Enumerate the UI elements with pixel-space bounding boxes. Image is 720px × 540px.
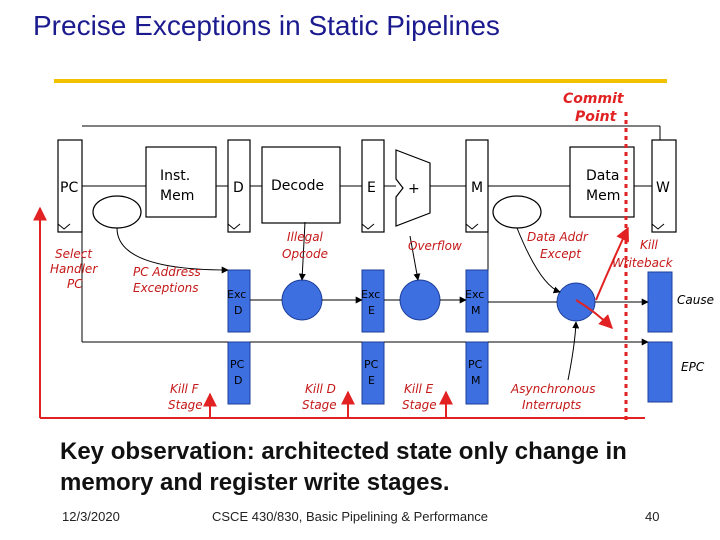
svg-text:D: D <box>234 374 242 387</box>
svg-text:Stage: Stage <box>168 398 203 412</box>
kill-d-stage-label: Kill D <box>305 382 336 396</box>
svg-text:Point: Point <box>575 109 618 125</box>
commit-point-label: Commit <box>563 91 625 107</box>
pc-d-register: PC D <box>227 341 251 405</box>
footer-course: CSCE 430/830, Basic Pipelining & Perform… <box>212 509 489 524</box>
exc-combine-m <box>556 282 596 322</box>
svg-text:Exc: Exc <box>465 288 484 301</box>
title-underline <box>54 79 667 83</box>
decode-block: Decode <box>261 146 341 224</box>
svg-text:W: W <box>656 180 670 196</box>
svg-text:Inst.: Inst. <box>160 168 190 184</box>
svg-text:Handler: Handler <box>50 262 98 276</box>
key-observation: Key observation: architected state only … <box>60 438 627 496</box>
slide-title: Precise Exceptions in Static Pipelines <box>33 10 500 41</box>
svg-text:Data: Data <box>586 168 619 184</box>
kill-f-stage-label: Kill F <box>170 382 200 396</box>
footer-page-number: 40 <box>645 509 660 524</box>
d-register: D <box>227 139 251 233</box>
svg-text:PC: PC <box>230 358 245 371</box>
pc-register: PC <box>57 139 83 233</box>
exc-m-register: Exc M <box>465 269 489 333</box>
svg-text:E: E <box>367 180 376 196</box>
w-register: W <box>651 139 677 233</box>
illegal-opcode-label: Illegal <box>287 230 324 244</box>
svg-text:D: D <box>233 180 244 196</box>
svg-text:M: M <box>471 180 483 196</box>
overflow-label: Overflow <box>408 239 462 253</box>
svg-text:Except: Except <box>540 247 582 261</box>
svg-text:D: D <box>234 304 242 317</box>
kill-paths <box>33 112 645 420</box>
data-mem-block: Data Mem <box>569 146 635 218</box>
svg-text:Exc: Exc <box>227 288 246 301</box>
svg-text:Decode: Decode <box>271 178 324 194</box>
svg-text:PC: PC <box>67 277 83 291</box>
svg-text:Mem: Mem <box>160 188 194 204</box>
svg-text:Exc: Exc <box>361 288 380 301</box>
svg-text:+: + <box>408 181 420 197</box>
inst-mem-block: Inst. Mem <box>145 146 217 218</box>
kill-e-stage-label: Kill E <box>404 382 434 396</box>
alu-block: + <box>395 149 431 227</box>
kill-writeback-label: Kill <box>640 238 659 252</box>
addr-check-oval <box>492 195 542 229</box>
svg-text:Stage: Stage <box>402 398 437 412</box>
svg-text:Opcode: Opcode <box>282 247 328 261</box>
svg-text:E: E <box>368 304 375 317</box>
cause-register <box>647 271 673 333</box>
e-register: E <box>361 139 385 233</box>
exc-combine-d <box>281 279 323 321</box>
exc-combine-e <box>399 279 441 321</box>
footer-date: 12/3/2020 <box>62 509 120 524</box>
pipeline-diagram: PC Inst. Mem D Decode E + M Data Mem W <box>33 91 714 420</box>
svg-text:Exceptions: Exceptions <box>133 281 199 295</box>
epc-label: EPC <box>681 360 705 374</box>
select-handler-label: Select <box>55 247 93 261</box>
pc-e-register: PC E <box>361 341 385 405</box>
svg-text:E: E <box>368 374 375 387</box>
cause-label: Cause <box>677 293 714 307</box>
svg-text:PC: PC <box>468 358 483 371</box>
exception-wires <box>81 221 649 381</box>
svg-text:Interrupts: Interrupts <box>522 398 581 412</box>
svg-text:M: M <box>471 304 481 317</box>
svg-text:PC: PC <box>364 358 379 371</box>
pc-address-exceptions-label: PC Address <box>133 265 201 279</box>
svg-text:M: M <box>471 374 481 387</box>
asynchronous-interrupts-label: Asynchronous <box>510 382 595 396</box>
svg-text:Mem: Mem <box>586 188 620 204</box>
pc-m-register: PC M <box>465 341 489 405</box>
svg-text:Stage: Stage <box>302 398 337 412</box>
m-register: M <box>465 139 489 233</box>
svg-text:Writeback: Writeback <box>612 256 674 270</box>
data-addr-except-label: Data Addr <box>527 230 589 244</box>
exc-d-register: Exc D <box>227 269 251 333</box>
pc-label: PC <box>60 180 78 196</box>
pc-check-oval <box>92 195 142 229</box>
epc-register <box>647 341 673 403</box>
exc-e-register: Exc E <box>361 269 385 333</box>
